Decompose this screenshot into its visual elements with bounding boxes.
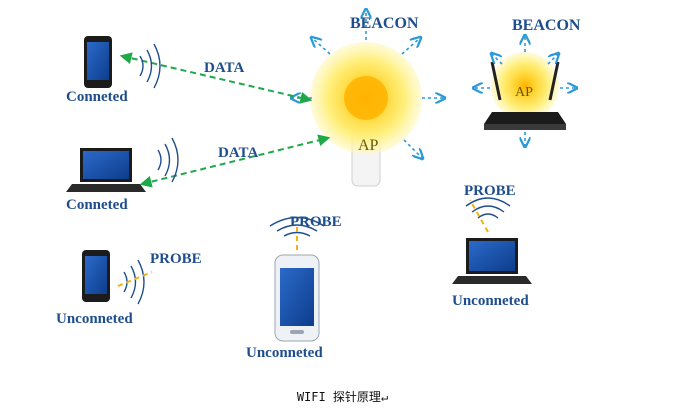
unconnected-phone-center	[274, 254, 320, 342]
wifi-waves-phone-center	[269, 216, 325, 237]
wifi-waves-connected-phone	[139, 43, 161, 89]
router-access-point	[484, 52, 566, 130]
probe-arrow-laptop-right	[469, 199, 489, 233]
connected-phone-label: Conneted	[66, 89, 128, 105]
data-arrows	[119, 52, 331, 188]
beacon-label-main: BEACON	[350, 15, 419, 32]
beacon-label-router: BEACON	[512, 17, 581, 34]
unconnected-phone-center-label: Unconneted	[246, 345, 323, 361]
probe-label-phone-center: PROBE	[290, 214, 342, 230]
wifi-waves-laptop-right	[465, 197, 511, 219]
unconnected-laptop-right	[452, 238, 532, 284]
probe-arrow-phone-left	[117, 271, 153, 287]
unconnected-phone-left	[82, 250, 110, 302]
unconnected-laptop-right-label: Unconneted	[452, 293, 529, 309]
connected-phone	[84, 36, 112, 88]
access-point-main	[310, 42, 422, 187]
probe-label-phone-left: PROBE	[150, 251, 202, 267]
figure-caption: WIFI 探针原理↵	[296, 390, 389, 404]
data-arrow-top	[119, 52, 313, 104]
ap-label-router: AP	[515, 85, 533, 100]
data-arrow-mid	[139, 134, 331, 188]
probe-label-laptop-right: PROBE	[464, 183, 516, 199]
connected-laptop	[66, 148, 146, 192]
beacon-arrows-router	[474, 36, 576, 146]
data-label-mid: DATA	[218, 145, 259, 161]
connected-laptop-label: Conneted	[66, 197, 128, 213]
beacon-arrows-main	[292, 10, 444, 158]
ap-label-main: AP	[358, 137, 379, 154]
wifi-waves-connected-laptop	[157, 137, 179, 183]
unconnected-phone-left-label: Unconneted	[56, 311, 133, 327]
data-label-top: DATA	[204, 60, 245, 76]
